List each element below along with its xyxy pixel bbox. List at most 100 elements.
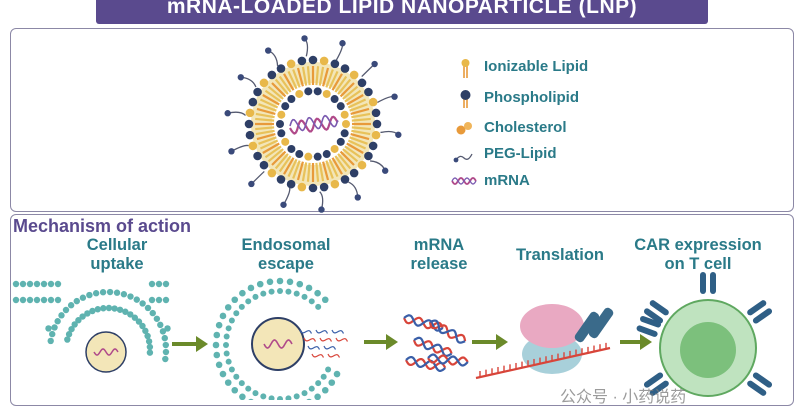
peg-lipid-head (371, 60, 378, 68)
outer-head-group (372, 119, 382, 129)
membrane-bead (131, 314, 139, 321)
lipid-tail (347, 98, 367, 109)
membrane-bead (161, 334, 168, 342)
step-label-translation: Translation (515, 246, 605, 264)
outer-head-group (371, 130, 381, 140)
endosome-membrane-bead (225, 358, 232, 365)
membrane-bead (79, 313, 86, 320)
lnp-mrna-strand (289, 115, 339, 135)
membrane-bead (79, 294, 87, 301)
membrane-bead (89, 307, 96, 315)
membrane-bead (106, 288, 114, 296)
endosome-membrane-bead (225, 325, 232, 332)
inner-head-group (277, 110, 286, 119)
outer-head-group (259, 78, 269, 88)
lipid-tail (328, 70, 339, 90)
lipid-tail (351, 112, 371, 119)
lnp-particle (224, 35, 402, 213)
lipid-tail (258, 103, 277, 112)
membrane-bead (47, 280, 55, 288)
escaping-fragment (311, 353, 324, 358)
membrane-bead (127, 311, 134, 318)
endosome-membrane-bead (266, 278, 274, 286)
endosome-membrane-bead (245, 385, 252, 392)
endosome-membrane-bead (224, 379, 232, 386)
membrane-bead (94, 306, 101, 313)
inner-head-group (276, 120, 284, 128)
car-receptor (649, 380, 669, 396)
membrane-bead (133, 296, 140, 303)
car-receptor (752, 372, 773, 388)
lipid-tail (306, 162, 311, 182)
page-title: mRNA-LOADED LIPID NANOPARTICLE (LNP) (96, 0, 708, 24)
endosome-membrane-bead (233, 373, 240, 380)
lipid-tail (283, 73, 295, 91)
peg-lipid-head (224, 110, 231, 117)
membrane-bead (92, 290, 100, 297)
legend-icons (451, 59, 477, 185)
outer-head-group (286, 59, 296, 69)
outer-head-group (276, 64, 286, 73)
lipid-tail (267, 148, 284, 163)
membrane-bead (33, 280, 41, 288)
escaping-fragment (315, 329, 328, 334)
endosome-membrane-bead (315, 380, 322, 387)
lipid-tail (334, 155, 348, 173)
outer-head-group (286, 179, 296, 189)
nascent-car-protein (574, 311, 600, 343)
endosome-membrane-bead (223, 333, 230, 340)
lipid-tail (256, 107, 276, 115)
membrane-bead (162, 341, 169, 349)
lipid-tail (256, 133, 276, 141)
outer-head-group (364, 151, 373, 161)
outer-head-group (357, 78, 367, 88)
inner-head-group (287, 95, 296, 104)
endosome-membrane-bead (293, 393, 300, 400)
endosome-membrane-bead (223, 342, 229, 348)
escaping-fragment (299, 329, 312, 334)
lipid-tail (346, 94, 364, 106)
inner-head-group (304, 152, 313, 161)
membrane-bead (146, 343, 154, 351)
lipid-tail (342, 85, 359, 100)
car-receptor (639, 316, 662, 328)
peg-lipid-head (318, 206, 325, 213)
membrane-bead (45, 325, 52, 332)
membrane-bead (26, 296, 34, 304)
cholesterol-icon (456, 125, 466, 135)
membrane-bead (145, 338, 153, 345)
car-receptor (649, 300, 669, 316)
endosome-membrane-bead (260, 290, 267, 297)
membrane-bead (155, 280, 163, 288)
lipid-tail (351, 126, 371, 131)
car-receptor (747, 300, 767, 316)
outer-head-group (349, 168, 359, 178)
endosome-membrane-bead (314, 393, 321, 400)
peg-lipid-icon (455, 153, 473, 161)
endosome-membrane-bead (219, 370, 227, 378)
watermark-text: 公众号 · 小药说药 (560, 389, 687, 406)
lipid-tail (322, 161, 330, 181)
peg-lipid-head (339, 40, 346, 47)
lipid-tail (346, 142, 364, 154)
endosome-membrane-bead (260, 393, 267, 400)
escaping-fragment (327, 353, 340, 358)
endosome-mrna (263, 339, 293, 349)
endosome-membrane-bead (321, 386, 329, 394)
membrane-bead (86, 291, 93, 299)
escaping-fragment (303, 337, 316, 342)
mechanism-title: Mechanism of action (13, 216, 192, 236)
released-mrna-strand (413, 336, 453, 358)
inner-head-group (313, 87, 322, 96)
membrane-bead (105, 304, 113, 312)
legend-label-cholesterol: Cholesterol (484, 119, 567, 136)
peg-lipid-head (248, 180, 255, 188)
membrane-bead (12, 280, 20, 288)
car-receptor (710, 272, 716, 294)
outer-head-group (253, 87, 262, 97)
membrane-bead (49, 330, 56, 338)
lipid-tail (351, 117, 371, 122)
inner-head-group (281, 137, 290, 146)
lipid-tail (349, 136, 368, 145)
